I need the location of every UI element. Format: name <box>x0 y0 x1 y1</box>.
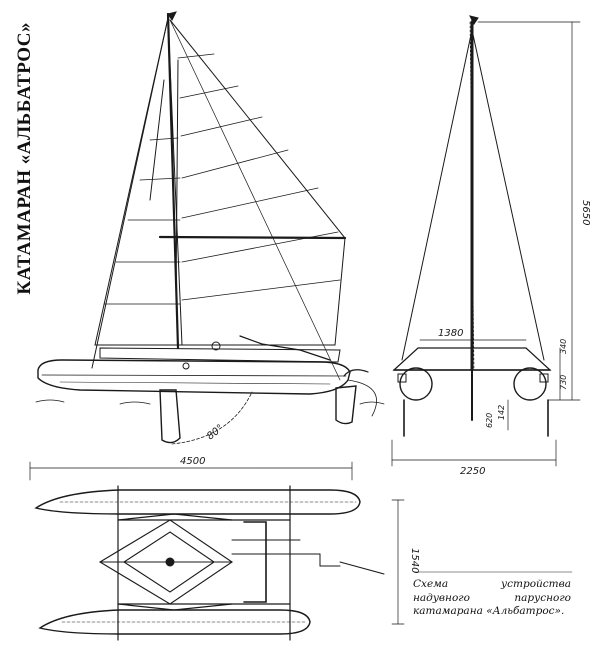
block-pulley <box>211 341 221 351</box>
shroud-right <box>471 29 545 361</box>
sail-batten <box>149 79 165 201</box>
figure-caption: Схема устройства надувного парусного кат… <box>413 578 571 617</box>
deck-platform <box>99 347 341 363</box>
sail-seams <box>103 53 341 305</box>
rudder-swing-arc <box>171 391 253 445</box>
top-beam-dimension <box>391 499 405 625</box>
dim-rudder-angle: 80° <box>205 423 226 443</box>
dim-mast-height: 5650 <box>580 200 591 225</box>
side-hull <box>37 359 351 395</box>
top-length-dimension <box>29 461 353 481</box>
mast-top <box>469 15 479 25</box>
front-dimension-lines <box>391 21 581 467</box>
centerboard <box>159 389 181 444</box>
rudder <box>335 385 357 425</box>
backstay <box>169 19 341 381</box>
dim-crossbeam-span: 1380 <box>438 328 463 339</box>
top-frame <box>117 485 291 641</box>
jib-sail <box>169 19 346 346</box>
mast-top-flag <box>167 11 177 21</box>
front-hull-left <box>399 367 433 401</box>
front-view <box>391 15 581 467</box>
mast-step <box>165 557 175 567</box>
dim-142: 142 <box>497 405 506 420</box>
cockpit-seat <box>243 521 267 603</box>
shroud-left <box>401 29 473 361</box>
sail-batten <box>175 59 179 301</box>
rudder-tiller <box>343 369 369 377</box>
dim-overall-length: 4500 <box>180 456 205 467</box>
block-pulley <box>182 362 190 370</box>
dim-overall-beam: 2250 <box>460 466 485 477</box>
cockpit-rail <box>239 335 331 361</box>
top-hull-upper <box>34 489 361 515</box>
rudder-arc-arrow <box>347 379 377 417</box>
dim-620: 620 <box>485 413 494 428</box>
waterline <box>35 399 385 405</box>
side-view <box>35 11 385 445</box>
hull-fitting <box>397 373 407 383</box>
dim-730: 730 <box>559 375 568 390</box>
front-hull-right <box>513 367 547 401</box>
boom <box>158 235 347 240</box>
mainsail <box>94 17 183 346</box>
top-hull-lower <box>38 609 311 635</box>
mast-hatch <box>469 21 475 371</box>
hull-seam <box>59 381 331 385</box>
forestay <box>91 17 169 369</box>
top-tiller <box>231 539 385 575</box>
dim-hull-spacing: 1540 <box>409 548 420 573</box>
dim-340: 340 <box>559 339 568 354</box>
top-view <box>29 461 405 641</box>
hull-seam <box>41 374 347 377</box>
hull-fitting <box>539 373 549 383</box>
